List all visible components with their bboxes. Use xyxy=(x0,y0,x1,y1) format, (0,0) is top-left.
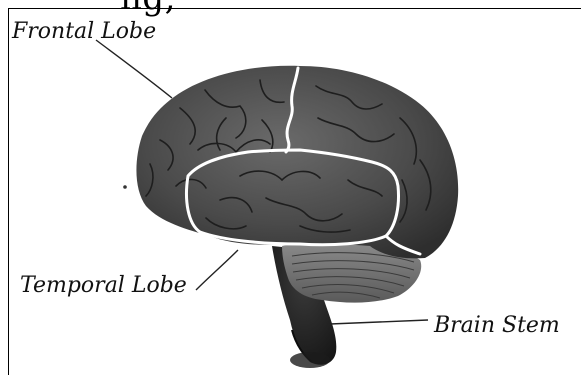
temporal-lobe-label: Temporal Lobe xyxy=(20,273,187,298)
brain-stem-leader-line xyxy=(330,320,428,324)
temporal-lobe-leader-line xyxy=(196,250,238,290)
frontal-lobe-label: Frontal Lobe xyxy=(11,19,156,44)
frontal-lobe-leader-line xyxy=(96,40,172,98)
cerebrum-shape xyxy=(136,66,458,259)
speck-mark xyxy=(123,185,127,189)
brain-stem-label: Brain Stem xyxy=(433,313,560,338)
